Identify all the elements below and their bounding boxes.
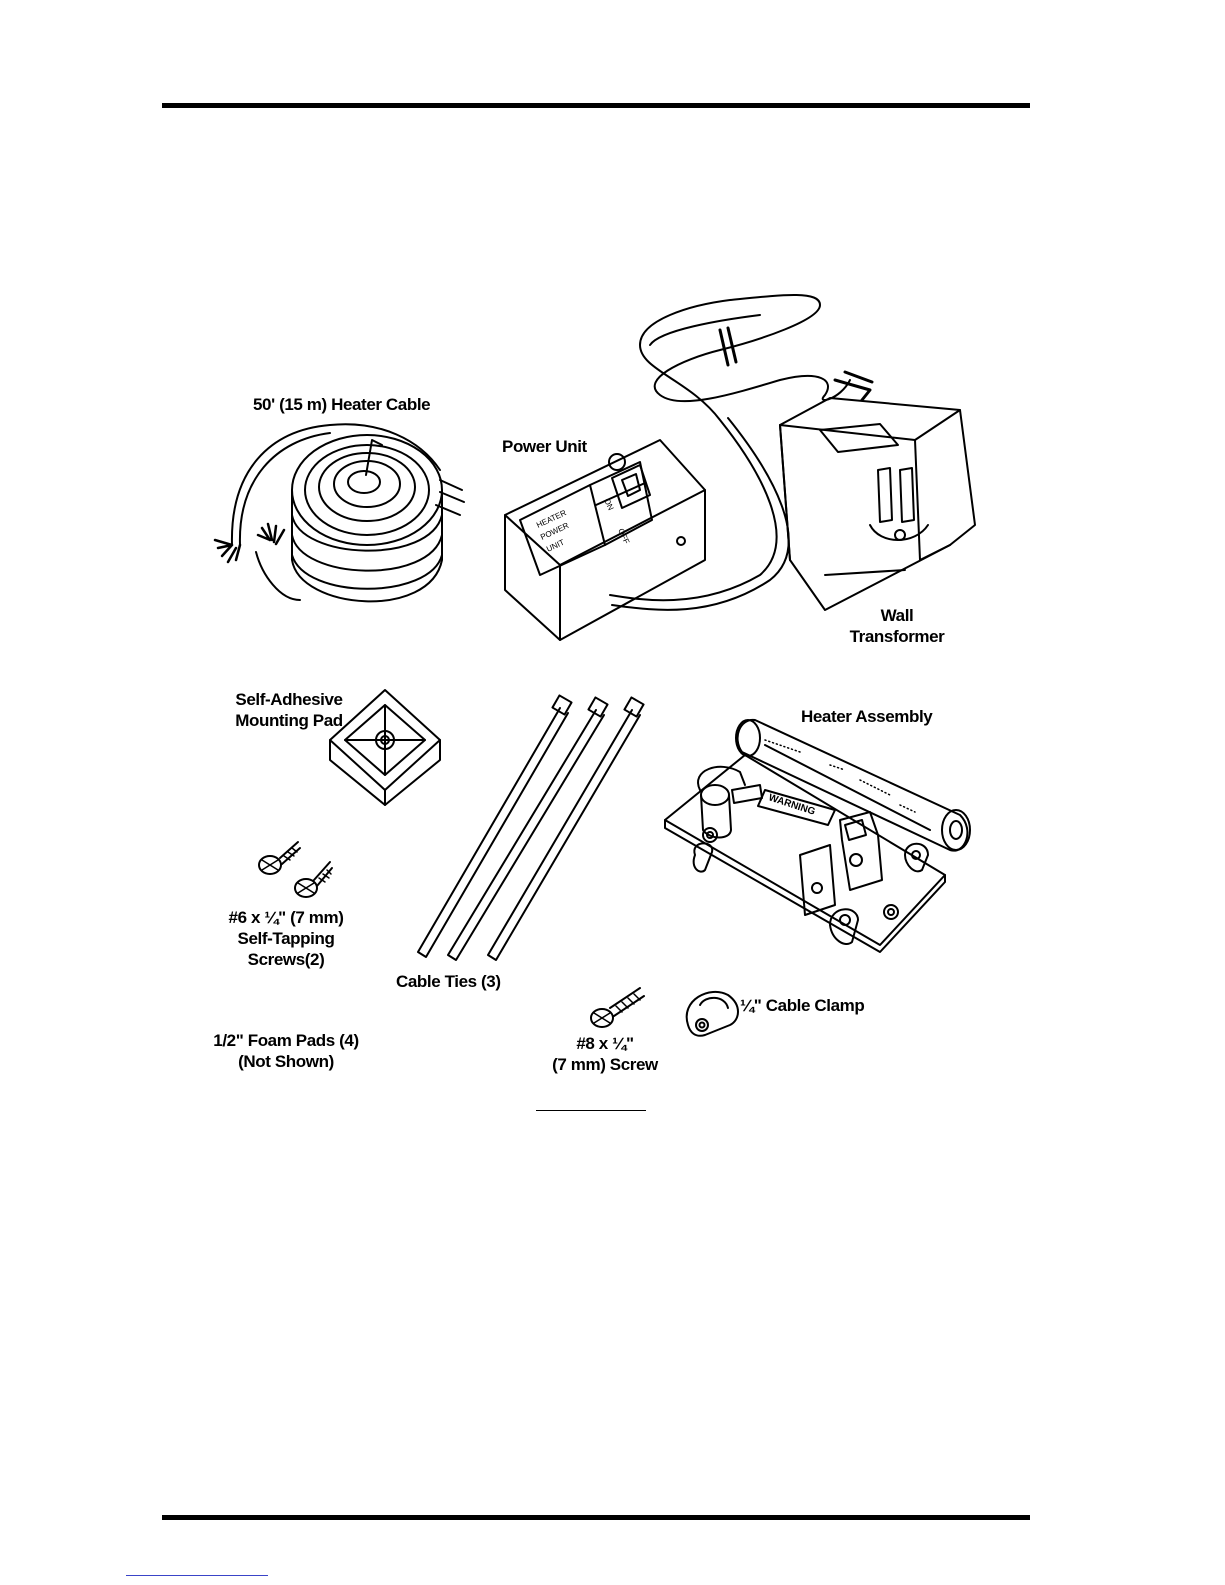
foam-pads-label-line-2: (Not Shown) [213,1051,358,1072]
screws-label-line-1: #6 x ¼" (7 mm) [229,907,344,928]
screw-8-label-line-2: (7 mm) Screw [552,1054,658,1075]
self-tapping-screws-icon [259,842,332,897]
mounting-pad-label-line-2: Mounting Pad [235,710,343,731]
cable-clamp-icon [687,992,738,1036]
screws-label-line-3: Screws(2) [229,949,344,970]
cable-ties-label: Cable Ties (3) [396,971,501,992]
heater-assembly-icon [665,720,970,952]
heater-assembly-label: Heater Assembly [801,706,932,727]
cable-ties-icon [418,695,644,960]
power-unit-label: Power Unit [502,436,587,457]
screws-label-line-2: Self-Tapping [229,928,344,949]
screw-8-label: #8 x ¼" (7 mm) Screw [552,1033,658,1075]
wall-transformer-icon [780,398,975,610]
power-unit-on-text: ON [602,497,615,512]
cable-clamp-label: ¼" Cable Clamp [740,995,864,1016]
footer-link-underline[interactable] [126,1575,268,1576]
heater-cable-coil-icon [215,424,464,601]
wall-transformer-label-line-1: Wall [850,605,945,626]
heater-warning-text: WARNING [767,792,817,817]
wall-transformer-label-line-2: Transformer [850,626,945,647]
screw-8-label-line-1: #8 x ¼" [552,1033,658,1054]
foam-pads-label-line-1: 1/2" Foam Pads (4) [213,1030,358,1051]
wall-transformer-label: Wall Transformer [850,605,945,647]
power-unit-panel-text-3: UNIT [545,538,566,554]
heater-cable-label: 50' (15 m) Heater Cable [253,394,430,415]
mounting-pad-label: Self-Adhesive Mounting Pad [235,689,343,731]
screws-label: #6 x ¼" (7 mm) Self-Tapping Screws(2) [229,907,344,970]
foam-pads-label: 1/2" Foam Pads (4) (Not Shown) [213,1030,358,1072]
mounting-pad-icon [330,690,440,805]
mounting-pad-label-line-1: Self-Adhesive [235,689,343,710]
power-cord-icon [610,295,872,610]
screw-8-icon [591,988,644,1027]
